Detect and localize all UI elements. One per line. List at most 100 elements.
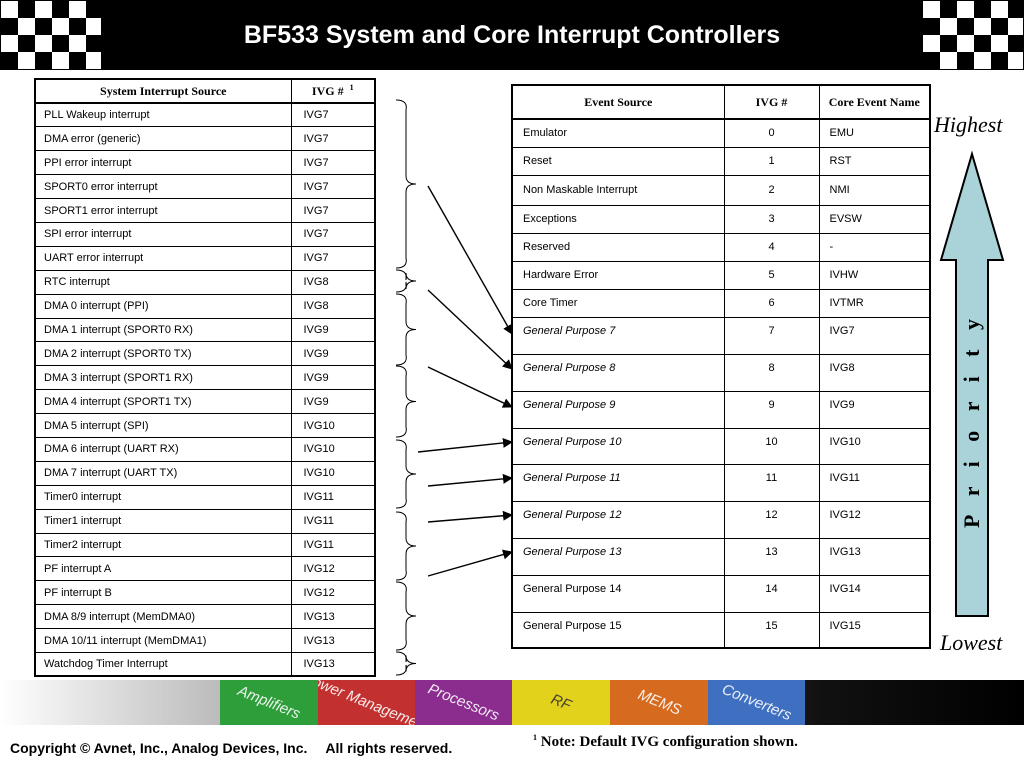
system-ivg-cell: IVG10 <box>290 413 376 438</box>
core-name-cell: NMI <box>818 174 931 206</box>
core-name-cell: IVG12 <box>818 500 931 539</box>
system-source-cell: DMA 6 interrupt (UART RX) <box>34 436 292 462</box>
core-name-cell: IVHW <box>818 260 931 290</box>
system-ivg-cell: IVG7 <box>290 198 376 223</box>
system-source-cell: DMA 2 interrupt (SPORT0 TX) <box>34 341 292 367</box>
core-ivg-cell: 10 <box>723 427 820 465</box>
core-ivg-cell: 15 <box>723 611 820 649</box>
core-name-cell: IVG14 <box>818 574 931 613</box>
banner-tile-power: Power Management <box>318 680 415 725</box>
brace-shape <box>395 365 417 438</box>
core-ivg-cell: 0 <box>723 118 820 148</box>
system-source-cell: SPI error interrupt <box>34 221 292 247</box>
system-ivg-cell: IVG11 <box>290 532 376 558</box>
system-source-cell: DMA 1 interrupt (SPORT0 RX) <box>34 317 292 343</box>
core-source-cell: Reserved <box>511 232 725 262</box>
system-source-cell: DMA 4 interrupt (SPORT1 TX) <box>34 389 292 415</box>
core-source-cell: General Purpose 7 <box>511 316 725 355</box>
core-name-cell: IVG11 <box>818 463 931 502</box>
system-ivg-cell: IVG9 <box>290 365 376 391</box>
mapping-arrow <box>427 473 513 487</box>
core-table-header-row: Event Source IVG # Core Event Name <box>511 84 931 120</box>
table-row: DMA 1 interrupt (SPORT0 RX)IVG9 <box>34 317 376 343</box>
core-source-cell: Emulator <box>511 118 725 148</box>
core-ivg-cell: 14 <box>723 574 820 613</box>
checkered-flag-right-icon <box>922 0 1024 70</box>
core-name-cell: IVG10 <box>818 427 931 465</box>
banner-tile-amplifiers: Amplifiers <box>220 680 318 725</box>
core-source-cell: General Purpose 10 <box>511 427 725 465</box>
core-source-cell: Hardware Error <box>511 260 725 290</box>
system-ivg-cell: IVG7 <box>290 245 376 271</box>
system-ivg-cell: IVG10 <box>290 460 376 486</box>
core-name-cell: EMU <box>818 118 931 148</box>
core-source-cell: General Purpose 14 <box>511 574 725 613</box>
banner-tile-converters: Converters <box>708 680 805 725</box>
banner-tile-mems: MEMS <box>610 680 708 725</box>
system-ivg-cell: IVG9 <box>290 317 376 343</box>
brace-shape <box>395 581 417 651</box>
core-name-cell: RST <box>818 146 931 176</box>
footnote: 1 Note: Default IVG configuration shown. <box>533 733 798 751</box>
core-ivg-cell: 2 <box>723 174 820 206</box>
core-ivg-cell: 4 <box>723 232 820 262</box>
brace-shape <box>395 511 417 581</box>
priority-label: P r i o r i t y <box>959 311 984 529</box>
core-ivg-cell: 13 <box>723 537 820 576</box>
core-source-cell: General Purpose 8 <box>511 353 725 392</box>
core-name-cell: IVG13 <box>818 537 931 576</box>
priority-lowest-label: Lowest <box>940 630 1003 655</box>
table-row: DMA 6 interrupt (UART RX)IVG10 <box>34 436 376 462</box>
core-ivg-header: IVG # <box>723 84 820 120</box>
core-source-cell: General Purpose 13 <box>511 537 725 576</box>
brace-shape <box>395 293 417 366</box>
core-name-cell: - <box>818 232 931 262</box>
core-event-table: Event Source IVG # Core Event Name Emula… <box>511 84 931 649</box>
core-ivg-cell: 6 <box>723 288 820 318</box>
system-ivg-cell: IVG13 <box>290 628 376 653</box>
core-ivg-cell: 7 <box>723 316 820 355</box>
table-row: DMA 2 interrupt (SPORT0 TX)IVG9 <box>34 341 376 367</box>
core-name-cell: EVSW <box>818 204 931 234</box>
brace-shape <box>395 439 417 509</box>
system-ivg-cell: IVG12 <box>290 556 376 582</box>
system-source-cell: DMA 7 interrupt (UART TX) <box>34 460 292 486</box>
core-ivg-cell: 11 <box>723 463 820 502</box>
mapping-arrow <box>417 437 513 453</box>
core-name-cell: IVTMR <box>818 288 931 318</box>
core-source-cell: Reset <box>511 146 725 176</box>
system-source-cell: DMA 8/9 interrupt (MemDMA0) <box>34 604 292 630</box>
table-row: DMA 0 interrupt (PPI)IVG8 <box>34 293 376 319</box>
system-source-cell: Timer2 interrupt <box>34 532 292 558</box>
system-ivg-cell: IVG9 <box>290 341 376 367</box>
system-source-cell: SPORT0 error interrupt <box>34 174 292 200</box>
mapping-arrow <box>427 549 513 577</box>
core-name-cell: IVG15 <box>818 611 931 649</box>
system-ivg-cell: IVG9 <box>290 389 376 415</box>
system-ivg-header: IVG # 1 <box>290 78 376 104</box>
footnote-text: Note: Default IVG configuration shown. <box>540 734 798 750</box>
system-source-cell: Timer0 interrupt <box>34 484 292 510</box>
table-row: DMA error (generic)IVG7 <box>34 126 376 152</box>
footnote-marker: 1 <box>349 83 354 92</box>
product-banner: Amplifiers Power Management Processors R… <box>0 680 1024 725</box>
system-ivg-cell: IVG13 <box>290 604 376 630</box>
system-ivg-cell: IVG10 <box>290 436 376 462</box>
arrow-group <box>417 185 513 577</box>
system-source-cell: PLL Wakeup interrupt <box>34 102 292 128</box>
core-ivg-cell: 1 <box>723 146 820 176</box>
system-ivg-header-text: IVG # <box>311 84 344 98</box>
